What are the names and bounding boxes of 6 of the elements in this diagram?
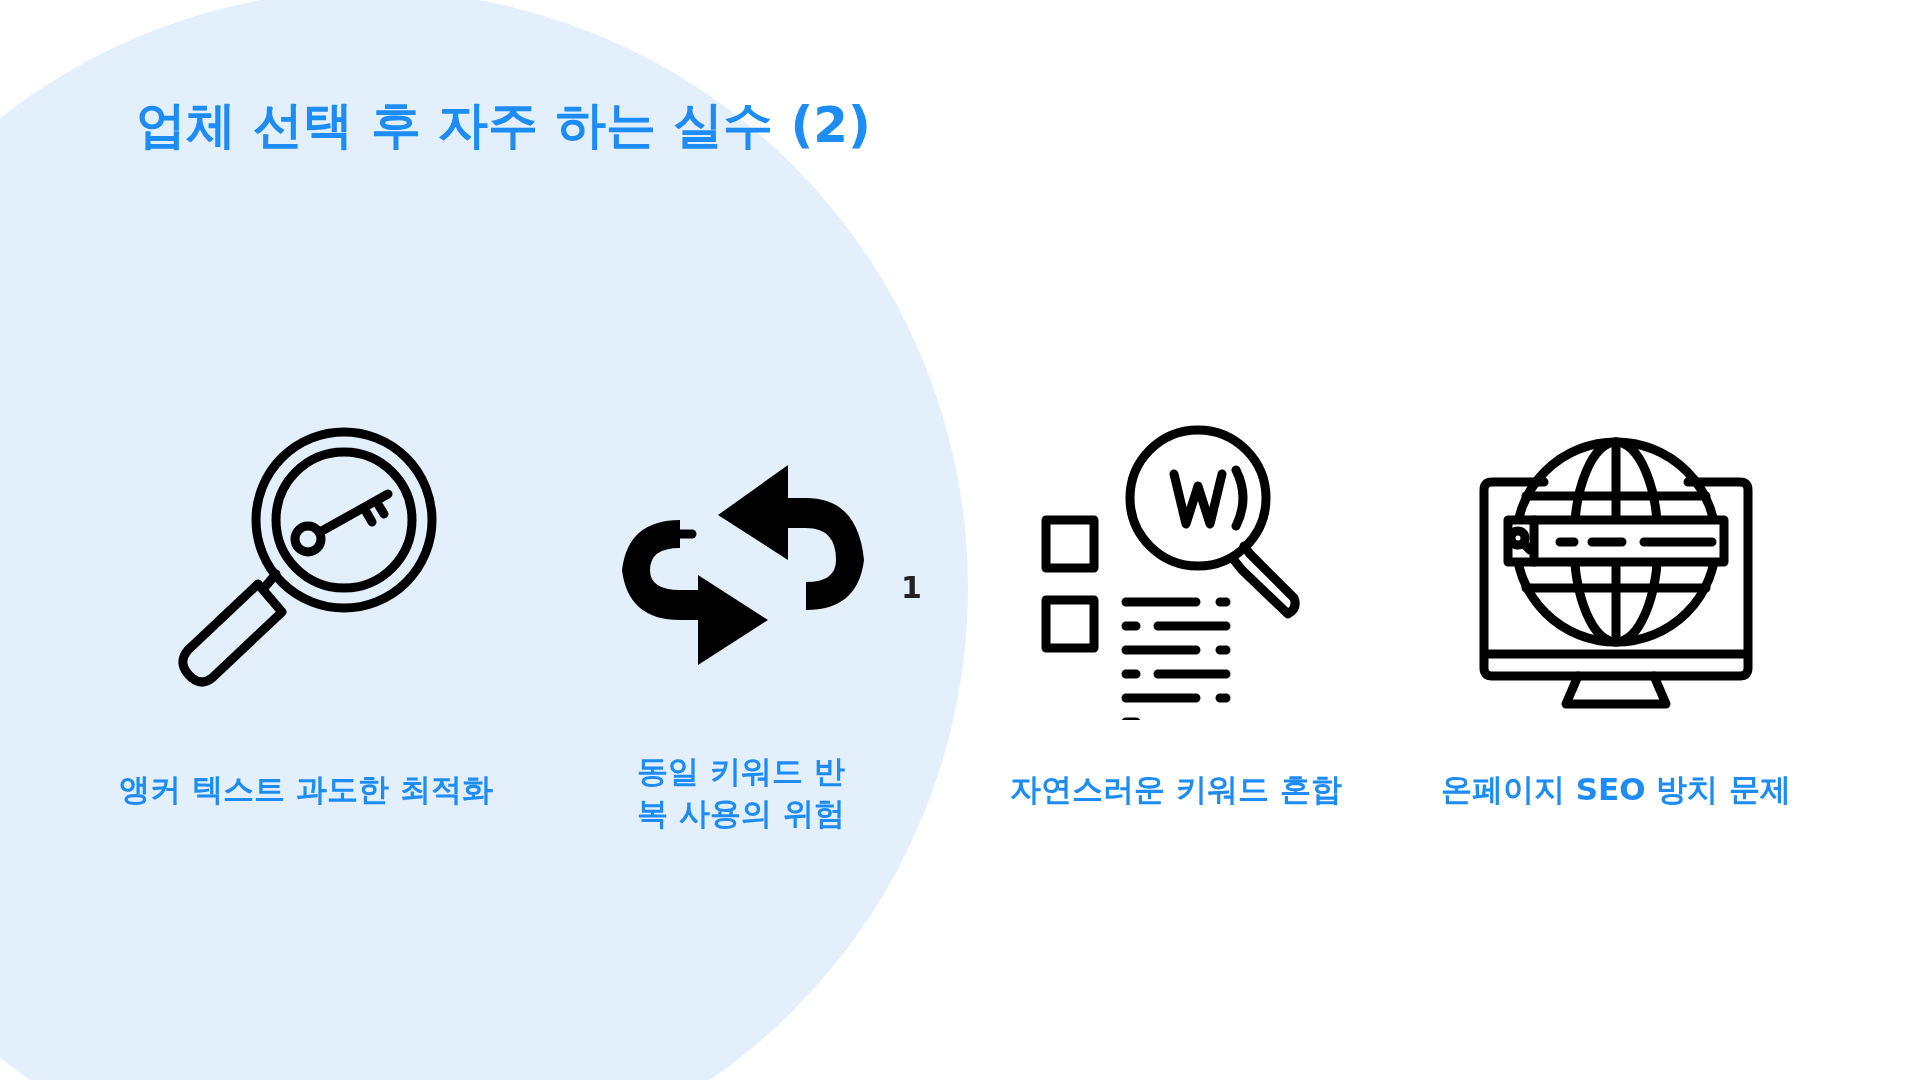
caption: 온페이지 SEO 방치 문제 (1439, 770, 1793, 809)
caption: 동일 키워드 반복 사용의 위험 (636, 752, 846, 833)
footnote-number: 1 (901, 570, 922, 605)
slide-title: 업체 선택 후 자주 하는 실수 (2) (136, 95, 871, 156)
caption: 앵커 텍스트 과도한 최적화 (118, 770, 494, 809)
caption: 자연스러운 키워드 혼합 (1009, 770, 1343, 809)
